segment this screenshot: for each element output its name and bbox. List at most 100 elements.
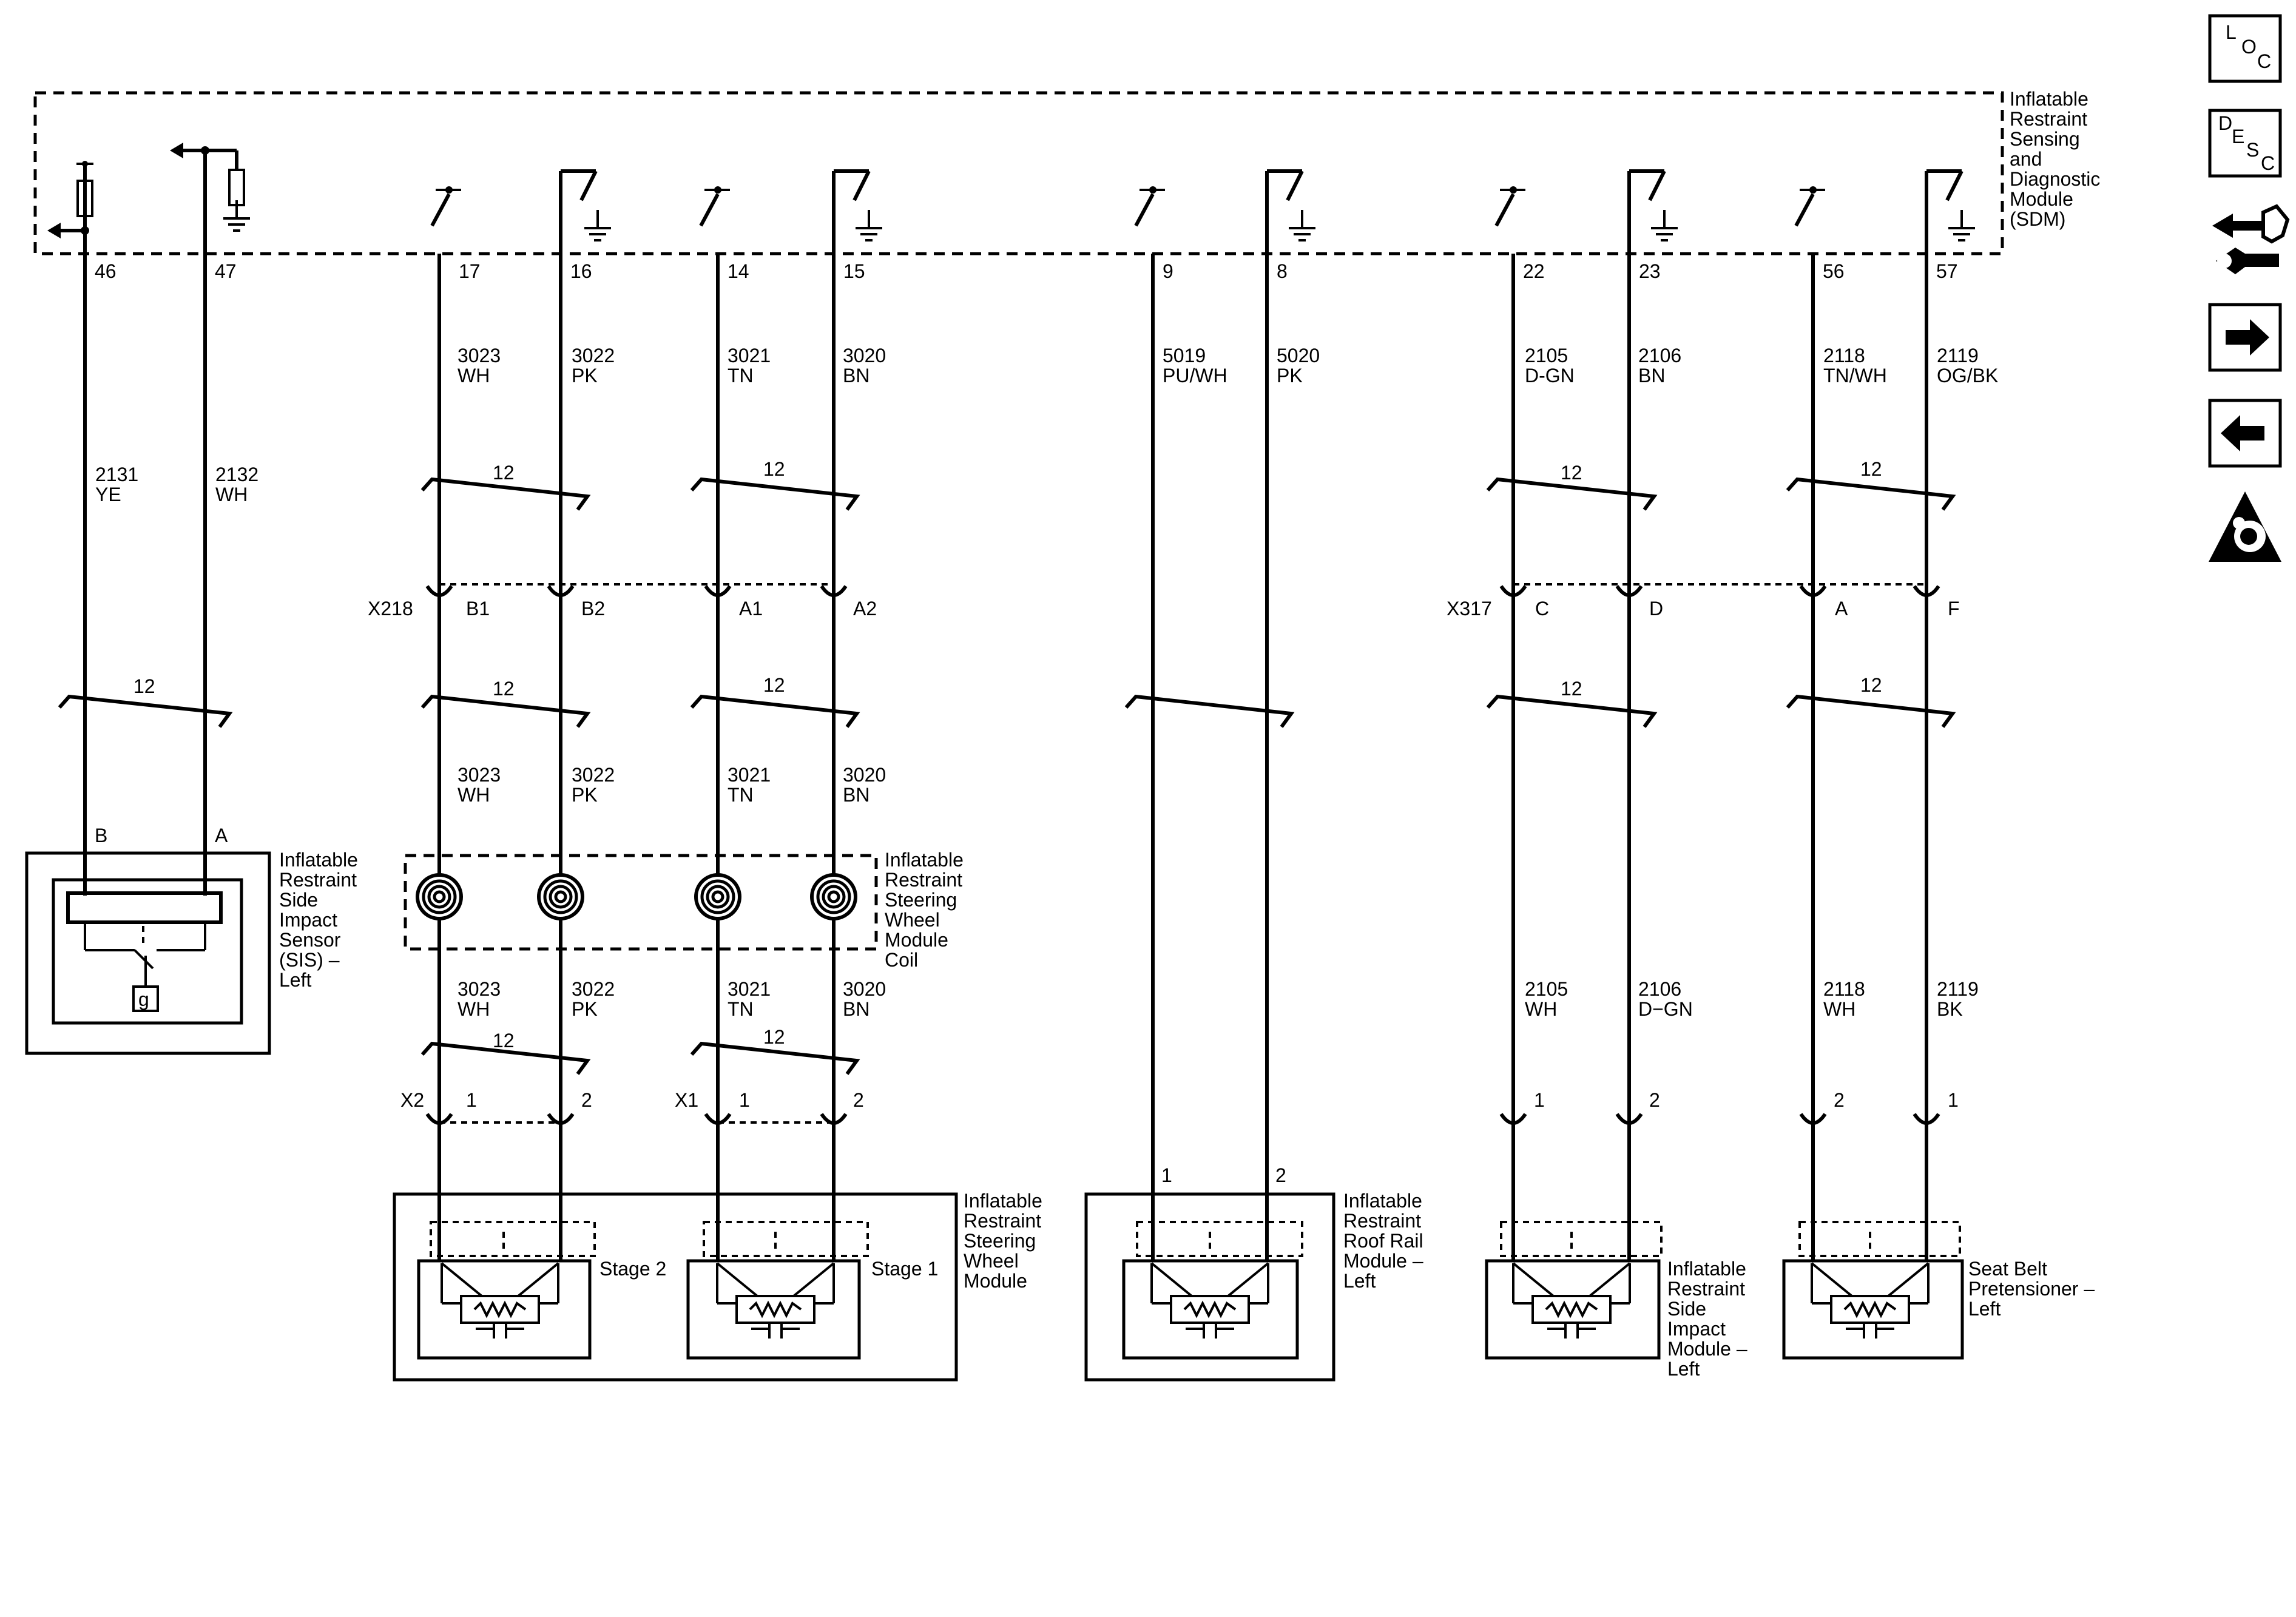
sis-label: Inflatable Restraint Side Impact Sensor … (279, 849, 358, 991)
sdm-switch-17 (430, 186, 461, 227)
twist-label: 12 (1860, 458, 1882, 480)
circuit-color: TN (728, 998, 754, 1020)
twist-label: 12 (1860, 674, 1882, 696)
circuit-number: 3022 (572, 978, 615, 1000)
pin-label: 15 (843, 260, 865, 282)
component-label-line: Left (1968, 1298, 2001, 1320)
connector-pin: 2 (581, 1089, 592, 1111)
pin-label: 23 (1639, 260, 1661, 282)
sdm-ground-16 (561, 169, 612, 241)
previous-page-icon[interactable] (2208, 399, 2282, 468)
circuit-number: 2106 (1638, 978, 1681, 1000)
component-label-line: Restraint (885, 869, 962, 891)
component-label-line: Wheel (885, 909, 940, 931)
component-label-line: Left (1667, 1358, 1700, 1380)
steering-wheel-module: Stage 2 Stage 1 Inflatable Restraint Ste… (393, 1190, 1042, 1382)
sdm-label-line: Inflatable (2010, 88, 2088, 110)
connector-pin: F (1948, 598, 1960, 619)
sdm-pin-labels: 46 47 17 16 14 15 9 8 22 23 56 57 (95, 260, 1958, 282)
circuit-color: PK (1277, 365, 1303, 387)
component-label-line: Left (279, 969, 311, 991)
circuit-color: TN/WH (1823, 365, 1887, 387)
connector-pin: 1 (1161, 1164, 1172, 1186)
sdm-label-line: Diagnostic (2010, 168, 2100, 190)
sdm-switch-14 (699, 186, 730, 227)
location-icon[interactable]: L O C (2208, 14, 2282, 83)
pin-label: 14 (728, 260, 749, 282)
twist-label: 12 (763, 458, 785, 480)
roof-rail-module: 1 2 Inflatable Restraint Roof Rail Modul… (1084, 1164, 1423, 1382)
connector-x218: X218 B1 B2 A1 A2 (368, 583, 877, 619)
circuit-number: 2105 (1525, 978, 1568, 1000)
component-label-line: Left (1343, 1270, 1376, 1292)
circuit-number: 3020 (843, 764, 886, 786)
stage-label: Stage 2 (599, 1258, 666, 1280)
roof-rail-label: Inflatable Restraint Roof Rail Module – … (1343, 1190, 1423, 1292)
sdm-ground-15 (834, 169, 883, 241)
circuit-color: D−GN (1638, 998, 1693, 1020)
circuit-number: 3022 (572, 345, 615, 366)
circuit-number: 5019 (1163, 345, 1206, 366)
connector-pin: 1 (739, 1089, 750, 1111)
circuit-color: OG/BK (1937, 365, 1998, 387)
component-label-line: Inflatable (1343, 1190, 1422, 1212)
circuit-color: PK (572, 784, 598, 806)
connector-pin: 1 (1948, 1089, 1959, 1111)
next-page-icon[interactable] (2208, 303, 2282, 372)
circuit-number: 3023 (458, 764, 501, 786)
connector-pin: A (215, 825, 228, 846)
connector-x317: X317 C D A F (1447, 583, 1960, 619)
connector-name: X317 (1447, 598, 1492, 619)
sdm-label-line: Restraint (2010, 108, 2087, 130)
pretensioner-label: Seat Belt Pretensioner – Left (1968, 1258, 2095, 1320)
twist-label: 12 (133, 675, 155, 697)
sdm-ground-8 (1267, 169, 1317, 241)
connector-pin: 2 (1834, 1089, 1845, 1111)
circuit-color: YE (95, 484, 121, 505)
connector-pin: A1 (739, 598, 763, 619)
circuit-number: 3021 (728, 345, 771, 366)
sdm-label-line: and (2010, 148, 2042, 170)
seat-belt-pretensioner: Seat Belt Pretensioner – Left (1782, 1221, 2095, 1360)
sdm-pin47-circuit (170, 143, 251, 254)
component-label-line: Restraint (1343, 1210, 1421, 1232)
twisted-pair-markers: 12 12 12 12 12 12 12 12 12 12 12 (58, 458, 1956, 1075)
connector-pin: 1 (466, 1089, 477, 1111)
circuit-number: 2132 (215, 464, 258, 485)
component-label-line: Side (279, 889, 318, 911)
pin-label: 57 (1936, 260, 1958, 282)
component-label-line: Wheel (964, 1250, 1019, 1272)
circuit-color: TN (728, 784, 754, 806)
side-impact-module-label: Inflatable Restraint Side Impact Module … (1667, 1258, 1747, 1380)
ground-symbol-label: g (138, 988, 149, 1010)
connector-name: X218 (368, 598, 413, 619)
circuit-labels-mid: 3023 WH 3022 PK 3021 TN 3020 BN (458, 764, 886, 806)
circuit-color: BK (1937, 998, 1963, 1020)
sdm-switch-56 (1794, 186, 1825, 227)
circuit-color: D-GN (1525, 365, 1575, 387)
desc-letter: E (2232, 126, 2244, 147)
circuit-color: PK (572, 998, 598, 1020)
side-impact-module: Inflatable Restraint Side Impact Module … (1485, 1221, 1747, 1380)
circuit-color: TN (728, 365, 754, 387)
pin-label: 17 (459, 260, 481, 282)
desc-letter: C (2261, 152, 2275, 174)
steering-module-label: Inflatable Restraint Steering Wheel Modu… (964, 1190, 1042, 1292)
circuit-number: 3023 (458, 978, 501, 1000)
coil-label: Inflatable Restraint Steering Wheel Modu… (885, 849, 964, 971)
circuit-color: BN (843, 365, 869, 387)
component-label-line: Module – (1343, 1250, 1423, 1272)
connector-pin: A2 (853, 598, 877, 619)
side-impact-sensor: B A g Inflatable Restraint Side Impact S… (25, 825, 358, 1055)
sdm-ground-57 (1926, 169, 1976, 241)
component-label-line: Inflatable (1667, 1258, 1746, 1280)
component-label-line: Impact (1667, 1318, 1726, 1340)
connector-pin: 2 (1649, 1089, 1660, 1111)
circuit-color: WH (458, 998, 490, 1020)
loc-letter: O (2241, 36, 2257, 58)
twist-label: 12 (493, 1030, 515, 1052)
description-icon[interactable]: D E S C (2208, 109, 2282, 178)
circuit-color: WH (458, 365, 490, 387)
connector-tool-icon[interactable] (2212, 204, 2290, 274)
stage-label: Stage 1 (871, 1258, 938, 1280)
